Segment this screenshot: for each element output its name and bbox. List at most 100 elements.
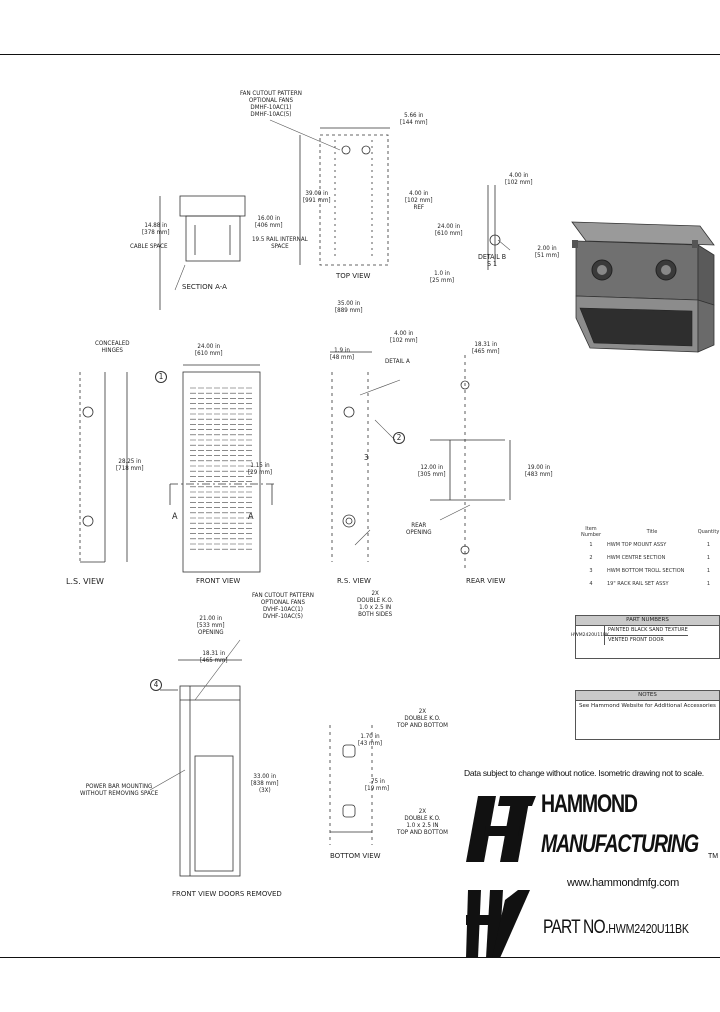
bom-item-quantity: 1: [706, 567, 711, 574]
dimension-label: .75 in [19 mm]: [365, 778, 390, 792]
power-bar-note: POWER BAR MOUNTING WITHOUT REMOVING SPAC…: [80, 783, 159, 797]
section-cut-line: [169, 483, 275, 505]
rear-opening-note: REAR OPENING: [406, 522, 432, 536]
knockouts-top-bottom-note: 2X DOUBLE K.O. TOP AND BOTTOM: [397, 708, 448, 729]
dimension-label: 24.00 in [610 mm]: [195, 343, 223, 357]
bom-item-number: 3: [589, 567, 593, 574]
rs-view-outline: [330, 351, 372, 562]
dimension-label: 33.00 in [838 mm] (3X): [251, 773, 279, 794]
top-view-outline: [299, 127, 390, 266]
bom-header-cell: Item Number: [580, 525, 602, 538]
dimension-label: 39.00 in [991 mm]: [303, 190, 331, 204]
top-view-label: TOP VIEW: [336, 272, 371, 280]
dimension-label: 24.00 in [610 mm]: [435, 223, 463, 237]
trademark-symbol: TM: [708, 853, 719, 860]
dimension-label: 16.00 in [406 mm]: [255, 215, 283, 229]
bom-item-title: HWM CENTRE SECTION: [607, 554, 666, 561]
front-view-label: FRONT VIEW: [196, 577, 241, 585]
part-numbers-box: PART NUMBERS HWM2420U11BK PAINTED BLACK …: [571, 615, 720, 659]
brand-subname: MANUFACTURING: [541, 830, 699, 858]
callout-balloon: 4: [150, 679, 162, 691]
ls-view-outline: [79, 372, 128, 563]
section-aa-label: SECTION A-A: [182, 283, 227, 291]
dimension-label: 4.00 in [102 mm] REF: [405, 190, 433, 211]
part-number-title: PART NO.HWM2420U11BK: [543, 917, 689, 939]
section-marker: A: [248, 512, 254, 522]
isometric-enclosure: [571, 221, 715, 353]
bom-item-quantity: 1: [706, 541, 711, 548]
callout-balloon: 3: [364, 453, 369, 462]
section-marker: A: [172, 512, 178, 522]
notes-header: NOTES: [576, 691, 719, 701]
bottom-view-label: BOTTOM VIEW: [330, 852, 381, 860]
leader-lines: [149, 119, 511, 791]
rs-view-label: R.S. VIEW: [337, 577, 371, 585]
notes-text: See Hammond Website for Additional Acces…: [579, 703, 716, 709]
dimension-label: 5.66 in [144 mm]: [400, 112, 428, 126]
front-view-outline: [182, 364, 261, 573]
front-view-doors-removed-outline: [160, 659, 242, 877]
knockouts-bottom-note: 2X DOUBLE K.O. 1.0 x 2.5 IN TOP AND BOTT…: [397, 808, 448, 836]
bom-item-title: HWM TOP MOUNT ASSY: [607, 541, 667, 548]
bottom-border-line: [0, 957, 720, 958]
dimension-label: 19.00 in [483 mm]: [525, 464, 553, 478]
part-description-line: VENTED FRONT DOOR: [605, 635, 688, 645]
fan-cutout-mid-note: FAN CUTOUT PATTERN OPTIONAL FANS DVHF-10…: [252, 592, 314, 620]
bom-row: 4 19" RACK RAIL SET ASSY 1: [575, 577, 720, 590]
part-number-value: HWM2420U11BK: [608, 921, 689, 936]
bom-item-title: HWM BOTTOM TROLL SECTION: [607, 567, 685, 574]
dimension-label: 21.00 in [533 mm] OPENING: [197, 615, 225, 636]
detail-a-label: DETAIL A: [385, 358, 410, 365]
dimension-label: 12.00 in [305 mm]: [418, 464, 446, 478]
bottom-view-outline: [329, 725, 373, 845]
part-numbers-header: PART NUMBERS: [576, 616, 719, 626]
bom-header-row: Item Number Title Quantity: [575, 525, 720, 538]
bom-row: 2 HWM CENTRE SECTION 1: [575, 551, 720, 564]
brand-name: HAMMOND: [541, 790, 638, 818]
knockouts-sides-note: 2X DOUBLE K.O. 1.0 x 2.5 IN BOTH SIDES: [357, 590, 394, 618]
front-view-vent-slots: [190, 387, 252, 550]
section-aa-outline: [159, 195, 246, 310]
top-border-line: [0, 54, 720, 55]
bom-item-number: 2: [589, 554, 593, 561]
bom-item-quantity: 1: [706, 580, 711, 587]
hammond-logo-mark: [466, 796, 536, 862]
callout-balloon: 2: [393, 432, 405, 444]
front-view-doors-removed-label: FRONT VIEW DOORS REMOVED: [172, 890, 282, 898]
concealed-hinges-note: CONCEALED HINGES: [95, 340, 130, 354]
ls-view-label: L.S. VIEW: [66, 577, 104, 586]
rear-view-label: REAR VIEW: [466, 577, 506, 585]
website-url: www.hammondmfg.com: [567, 877, 679, 889]
notes-box: NOTES See Hammond Website for Additional…: [575, 690, 720, 740]
part-description-line: PAINTED BLACK SAND TEXTURE: [608, 627, 688, 633]
dimension-label: 1.9 in [48 mm]: [330, 347, 355, 361]
hw-logo-mark: [466, 890, 530, 958]
dimension-label: 2.00 in [51 mm]: [535, 245, 560, 259]
fan-cutout-top-note: FAN CUTOUT PATTERN OPTIONAL FANS DMHF-10…: [240, 90, 302, 118]
bom-item-number: 1: [589, 541, 593, 548]
dimension-label: 35.00 in [889 mm]: [335, 300, 363, 314]
dimension-label: 18.31 in [465 mm]: [200, 650, 228, 664]
dimension-label: 14.88 in [378 mm]: [142, 222, 170, 236]
dimension-label: 1.70 in [43 mm]: [358, 733, 383, 747]
bom-item-title: 19" RACK RAIL SET ASSY: [607, 580, 669, 587]
rear-view-outline: [430, 355, 511, 570]
callout-balloon: 1: [155, 371, 167, 383]
cable-space-note: CABLE SPACE: [130, 243, 168, 250]
bom-item-number: 4: [589, 580, 593, 587]
disclaimer-text: Data subject to change without notice. I…: [464, 768, 704, 778]
bom-header-cell: Title: [646, 528, 658, 535]
bom-row: 1 HWM TOP MOUNT ASSY 1: [575, 538, 720, 551]
detail-b-label: DETAIL B S 1: [478, 253, 507, 268]
bom-header-cell: Quantity: [697, 528, 720, 535]
bill-of-materials-table: Item Number Title Quantity 1 HWM TOP MOU…: [575, 525, 720, 590]
bom-row: 3 HWM BOTTOM TROLL SECTION 1: [575, 564, 720, 577]
part-number-cell: HWM2420U11BK: [571, 626, 609, 645]
detail-b-outline: [487, 185, 501, 270]
dimension-label: 1.15 in [29 mm]: [248, 462, 273, 476]
dimension-label: 4.00 in [102 mm]: [505, 172, 533, 186]
dimension-label: 28.25 in [718 mm]: [116, 458, 144, 472]
bom-item-quantity: 1: [706, 554, 711, 561]
